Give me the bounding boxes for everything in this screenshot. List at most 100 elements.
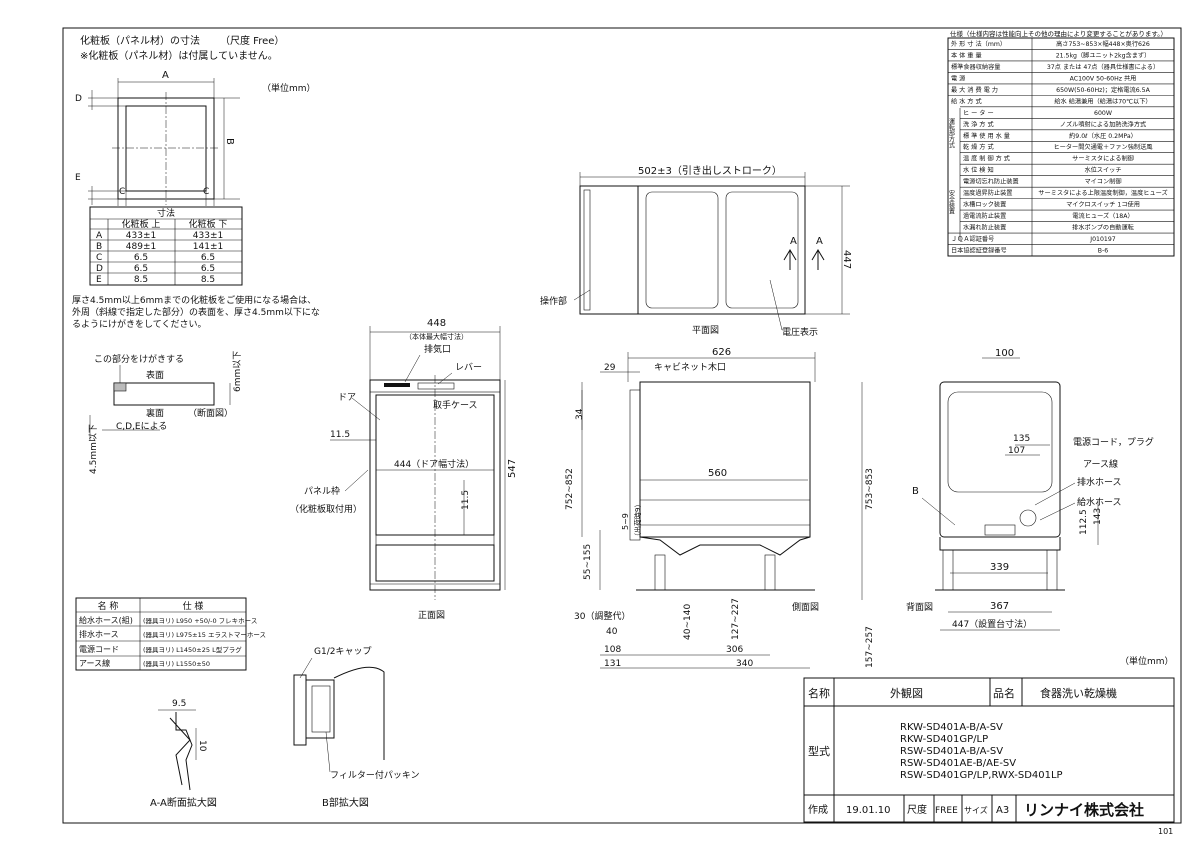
- spec-key: 電 源: [951, 74, 965, 82]
- spec-key: 外 形 寸 法（mm）: [951, 40, 1006, 48]
- svg-text:(器具ヨリ) L1550±50: (器具ヨリ) L1550±50: [143, 660, 210, 668]
- label-c1: C: [119, 187, 125, 197]
- spec-key: 水漏れ防止装置: [963, 224, 1006, 232]
- spec-value: 給水 給湯兼用（給湯は70℃以下）: [1054, 97, 1151, 105]
- tb-made-label: 作成: [808, 804, 828, 816]
- back-cord-label: 電源コード，プラグ: [1073, 436, 1154, 448]
- tb-model-1: RKW-SD401A-B/A-SV: [900, 722, 1003, 733]
- spec-row: 外 形 寸 法（mm） 高さ753~853×幅448×奥行626: [951, 40, 1150, 48]
- spec-key: 水槽ロック装置: [963, 201, 1006, 209]
- parts-row: 電源コード(器具ヨリ) L1450±25 L型プラグ: [79, 645, 242, 654]
- label-d: D: [75, 94, 82, 104]
- dim-table-row: D 6.5 6.5: [96, 264, 215, 274]
- svg-text:6.5: 6.5: [134, 253, 148, 263]
- panel-note2-line2: 外周（斜線で指定した部分）の表面を、厚さ4.5mm以下にな: [72, 306, 320, 318]
- plan-body: [637, 185, 806, 315]
- plan-a2: A: [816, 236, 823, 247]
- dim-table-head-bottom: 化粧板 下: [189, 218, 228, 230]
- svg-text:電源コード: 電源コード: [79, 645, 119, 654]
- spec-side-label-1: 運転部方式: [948, 118, 955, 148]
- tb-model-2: RKW-SD401GP/LP: [900, 734, 988, 745]
- front-dim-444: 444（ドア幅寸法）: [394, 458, 474, 470]
- spec-value: マイコン制御: [1084, 178, 1121, 186]
- detail-a-dim-95: 9.5: [172, 699, 186, 709]
- svg-text:アース線: アース線: [79, 658, 110, 668]
- spec-value: J010197: [1089, 236, 1116, 243]
- side-dim-59: 5~9: [621, 513, 630, 530]
- spec-value: 高さ753~853×幅448×奥行626: [1056, 40, 1150, 48]
- tb-product-label: 品名: [993, 686, 1015, 700]
- svg-text:8.5: 8.5: [134, 275, 148, 285]
- back-body: [939, 381, 1061, 538]
- back-view: 100 電源コード，プラグ 135 107 アース線 排水ホース 給水ホース B…: [906, 348, 1174, 667]
- tb-model-4: RSW-SD401AE-B/AE-SV: [900, 758, 1016, 769]
- tb-name-value: 外観図: [890, 686, 923, 700]
- svg-text:489±1: 489±1: [126, 242, 156, 252]
- side-dim-753-853: 753~853: [865, 468, 875, 510]
- back-dim-107: 107: [1008, 446, 1025, 456]
- parts-table: 名 称 仕 様 給水ホース(組)(器具ヨリ) L950 +50/-0 フレキホー…: [75, 597, 266, 671]
- back-dim-143: 143: [1093, 508, 1103, 525]
- spec-key: 本 体 重 量: [951, 51, 982, 59]
- detail-a-caption: A-A断面拡大図: [150, 796, 217, 809]
- detail-b: G1/2キャップ フィルター付パッキン B部拡大図: [293, 646, 420, 809]
- front-exhaust-label: 排気口: [424, 343, 451, 355]
- spec-key: 水 位 検 知: [963, 166, 994, 174]
- label-c2: C: [203, 187, 209, 197]
- back-dim-100: 100: [995, 348, 1014, 359]
- side-dim-560: 560: [708, 468, 727, 479]
- label-a: A: [162, 70, 169, 81]
- plan-voltage-label: 電圧表示: [782, 326, 818, 338]
- front-handle-label: 取手ケース: [433, 399, 478, 411]
- back-dim-447: 447（設置台寸法）: [952, 618, 1032, 630]
- spec-row: 洗 浄 方 式ノズル噴射による加熱洗浄方式: [960, 118, 1174, 128]
- plan-a1: A: [790, 236, 797, 247]
- side-dim-752-852: 752~852: [565, 468, 575, 510]
- side-dim-157-257: 157~257: [865, 626, 875, 668]
- spec-row: 電源切忘れ防止装置マイコン制御: [960, 175, 1174, 186]
- spec-row: 温 度 制 御 方 式サーミスタによる制御: [960, 152, 1174, 163]
- spec-key: 標 準 使 用 水 量: [963, 132, 1010, 140]
- spec-value: 21.5kg（脚ユニット2kg含まず）: [1056, 51, 1151, 59]
- spec-key: 乾 燥 方 式: [963, 143, 994, 151]
- spec-value: 650W(50-60Hz)；定格電流6.5A: [1056, 86, 1150, 94]
- side-dim-131: 131: [604, 659, 621, 669]
- svg-text:C: C: [96, 253, 102, 263]
- front-view: 448 （本体最大幅寸法） 排気口 レバー ドア 取手ケース 11.5 444（…: [290, 318, 518, 621]
- label-e: E: [75, 173, 81, 183]
- tb-name-label: 名称: [808, 686, 830, 700]
- parts-row: 排水ホース(器具ヨリ) L975±15 エラストマーホース: [79, 629, 266, 639]
- tb-product-value: 食器洗い乾燥機: [1040, 686, 1117, 700]
- scribe-board: [113, 382, 215, 406]
- side-dim-40-140: 40~140: [683, 604, 693, 640]
- svg-text:D: D: [96, 264, 103, 274]
- back-dim-135: 135: [1013, 434, 1030, 444]
- side-dim-306: 306: [726, 645, 743, 655]
- spec-key: ヒ ー タ ー: [963, 109, 994, 117]
- panel-unit: （単位mm）: [262, 82, 316, 94]
- side-body: [639, 381, 811, 538]
- side-caption: 側面図: [792, 601, 819, 613]
- side-dim-340: 340: [736, 659, 753, 669]
- side-dim-55-155: 55~155: [583, 544, 593, 580]
- spec-value: B-6: [1098, 248, 1108, 255]
- spec-value: ノズル噴射による加熱洗浄方式: [1060, 120, 1146, 128]
- tb-model-5: RSW-SD401GP/LP,RWX-SD401LP: [900, 770, 1063, 781]
- spec-value: 600W: [1094, 110, 1112, 117]
- scribe-dim-45: 4.5mm以下: [89, 424, 99, 474]
- spec-row: 給 水 方 式給水 給湯兼用（給湯は70℃以下）: [948, 95, 1174, 105]
- label-b: B: [224, 138, 235, 145]
- svg-text:6.5: 6.5: [134, 264, 148, 274]
- front-frame-label: パネル枠: [304, 485, 340, 497]
- plan-dim-447: 447: [841, 250, 852, 269]
- spec-row: 本 体 重 量 21.5kg（脚ユニット2kg含まず）: [948, 49, 1174, 59]
- side-dim-40: 40: [606, 627, 618, 637]
- side-dim-108: 108: [604, 645, 621, 655]
- spec-value: マイクロスイッチ 1コ使用: [1066, 201, 1140, 209]
- parts-head-name: 名 称: [98, 600, 119, 612]
- parts-row: アース線 (器具ヨリ) L1550±50: [79, 658, 210, 668]
- detail-a-dim-10: 10: [197, 740, 207, 752]
